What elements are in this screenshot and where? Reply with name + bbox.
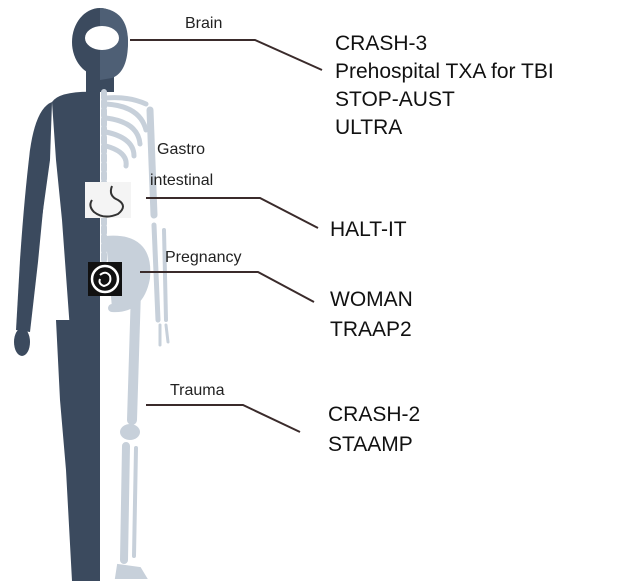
gi-leader-line [146, 198, 318, 228]
brain-label: Brain [185, 14, 222, 34]
trauma-label: Trauma [170, 381, 225, 401]
trial-name: TRAAP2 [330, 315, 413, 345]
trial-name: STAAMP [328, 430, 420, 460]
brain-icon [85, 26, 119, 50]
brain-leader-line [130, 40, 322, 70]
trauma-trial-list: CRASH-2 STAAMP [328, 400, 420, 460]
trial-name: STOP-AUST [335, 86, 554, 114]
leader-lines [130, 40, 322, 432]
intestinal-label: intestinal [150, 171, 213, 191]
fetus-icon [88, 262, 122, 296]
skeleton [104, 92, 168, 578]
pregnancy-label: Pregnancy [165, 248, 242, 268]
pregnancy-trial-list: WOMAN TRAAP2 [330, 285, 413, 345]
brain-trial-list: CRASH-3 Prehospital TXA for TBI STOP-AUS… [335, 30, 554, 142]
trial-name: ULTRA [335, 114, 554, 142]
trial-name: CRASH-3 [335, 30, 554, 58]
trial-name: CRASH-2 [328, 400, 420, 430]
gastro-label: Gastro [157, 140, 205, 160]
gi-trial-list: HALT-IT [330, 217, 407, 243]
stomach-icon [85, 182, 131, 218]
trial-name: WOMAN [330, 285, 413, 315]
trauma-leader-line [146, 405, 300, 432]
trial-name: HALT-IT [330, 217, 407, 243]
trial-name: Prehospital TXA for TBI [335, 58, 554, 86]
